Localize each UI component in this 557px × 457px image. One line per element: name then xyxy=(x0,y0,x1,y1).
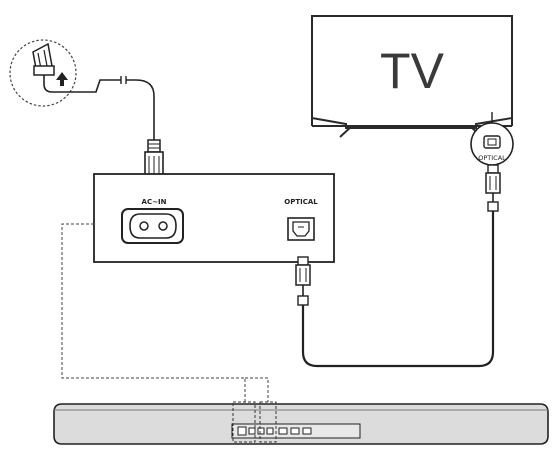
optical-label: OPTICAL xyxy=(284,198,318,206)
soundbar-icon xyxy=(53,403,549,445)
soundbar-port-highlights xyxy=(232,401,277,443)
optical-plug-icon xyxy=(485,164,501,212)
optical-port xyxy=(287,217,315,241)
ac-in-label: AC~IN xyxy=(142,198,167,206)
tv-icon: TV xyxy=(311,15,513,138)
tv-label: TV xyxy=(380,43,445,99)
wall-outlet-icon xyxy=(9,39,85,107)
tv-optical-port-callout: OPTICAL xyxy=(470,112,514,166)
optical-plug-icon xyxy=(295,256,311,306)
arrow-up-icon xyxy=(56,72,68,86)
power-cable xyxy=(85,76,155,140)
tv-optical-label: OPTICAL xyxy=(478,154,506,162)
optical-cable xyxy=(301,211,495,368)
panel-leader-lines xyxy=(61,223,269,402)
ac-in-port xyxy=(121,208,184,244)
